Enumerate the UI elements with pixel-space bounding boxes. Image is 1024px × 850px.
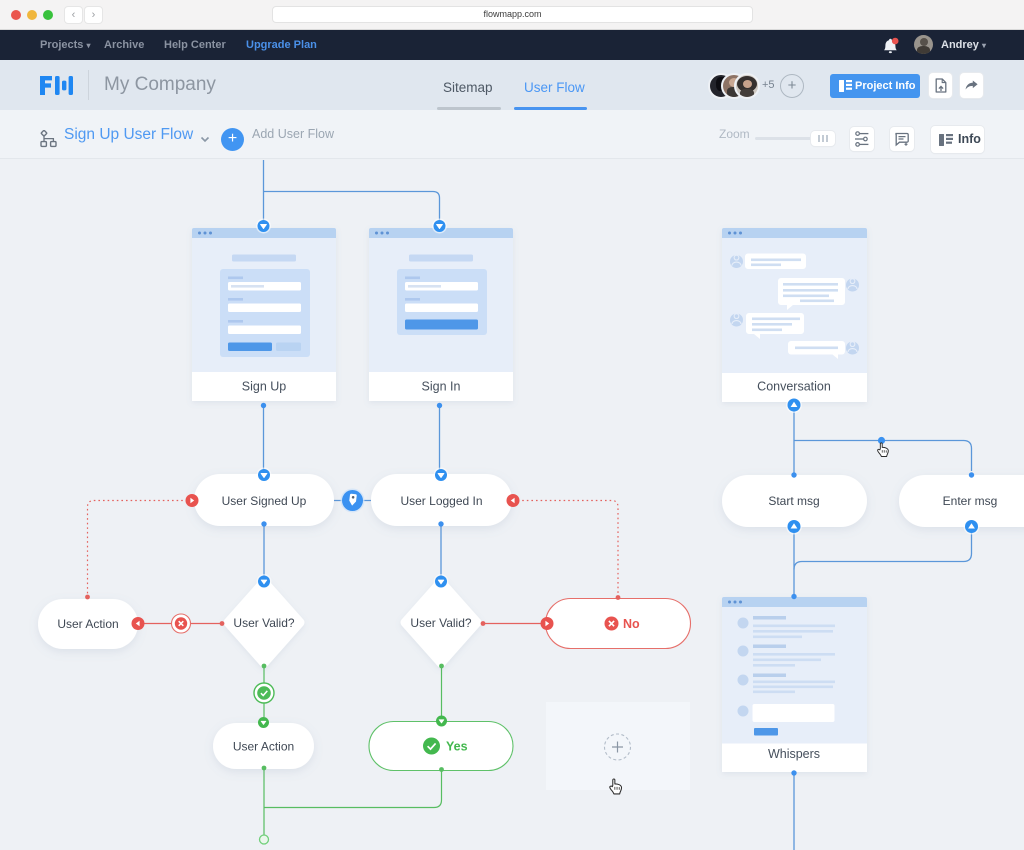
svg-text:Whispers: Whispers: [768, 747, 820, 761]
svg-text:User Valid?: User Valid?: [233, 616, 294, 630]
svg-text:User Action: User Action: [57, 617, 118, 631]
svg-text:Conversation: Conversation: [757, 380, 831, 394]
svg-text:Yes: Yes: [446, 740, 468, 754]
svg-text:User Action: User Action: [233, 740, 294, 754]
svg-text:User Signed Up: User Signed Up: [222, 494, 307, 508]
svg-text:Sign Up: Sign Up: [242, 380, 287, 394]
svg-text:Sign In: Sign In: [422, 380, 461, 394]
svg-text:Enter msg: Enter msg: [943, 494, 998, 508]
svg-text:Start msg: Start msg: [768, 494, 819, 508]
svg-text:User Valid?: User Valid?: [410, 616, 471, 630]
svg-text:User Logged In: User Logged In: [400, 494, 482, 508]
svg-text:No: No: [623, 617, 640, 631]
